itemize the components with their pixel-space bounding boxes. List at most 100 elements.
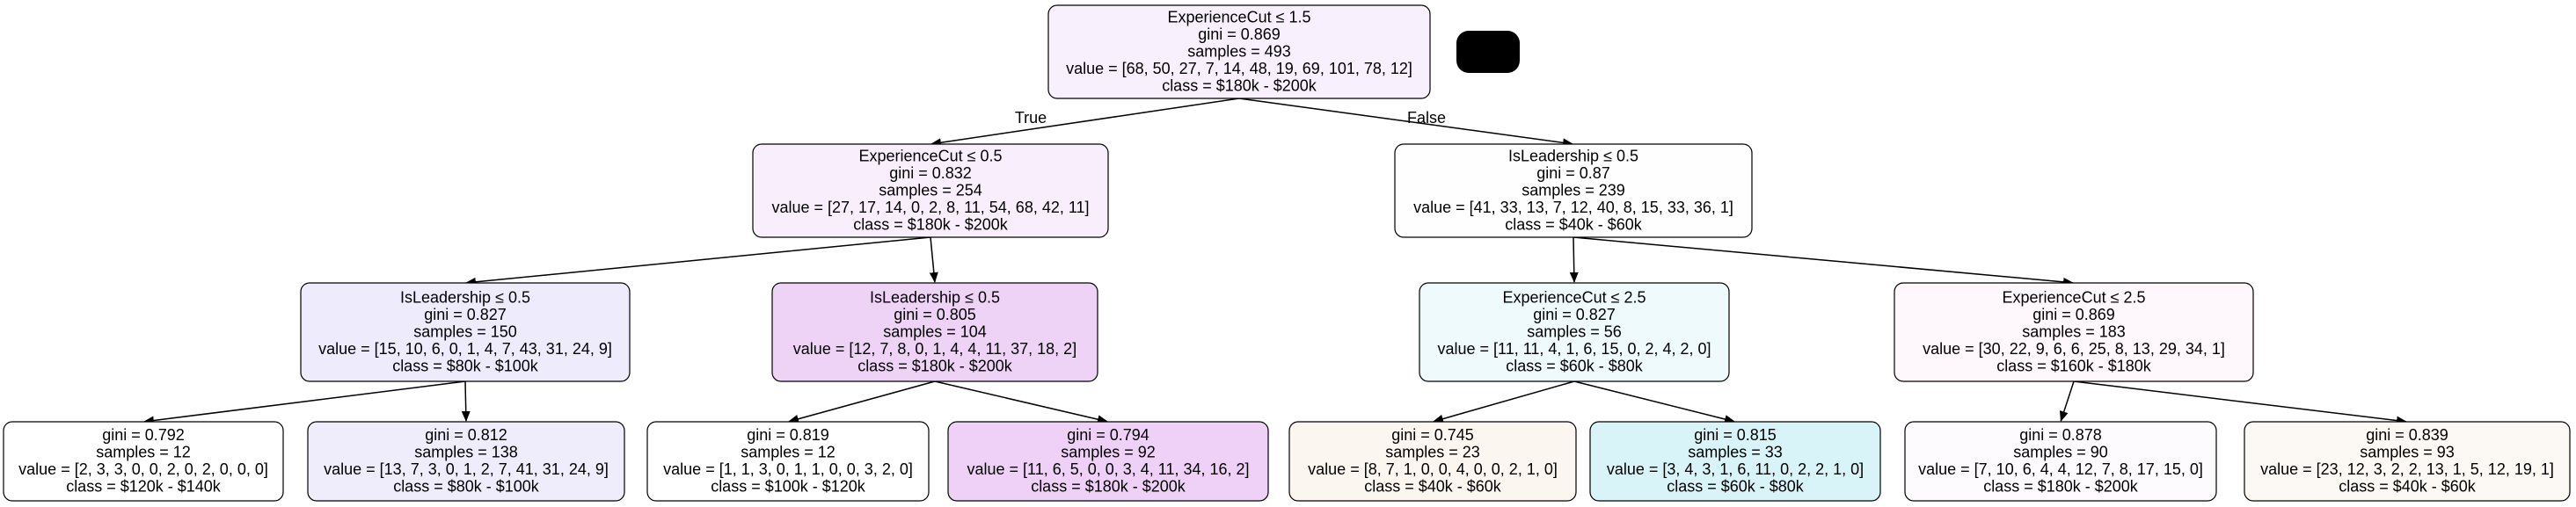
node-line: gini = 0.832 [889,164,972,182]
node-line: IsLeadership ≤ 0.5 [400,288,530,306]
node-line: value = [2, 3, 3, 0, 0, 2, 0, 2, 0, 0, 0… [18,460,268,478]
node-line: samples = 92 [1061,444,1156,461]
edge-n2-n6 [1573,236,2075,286]
node-box [3,421,284,502]
node-line: value = [27, 17, 14, 0, 2, 8, 11, 54, 68… [771,199,1089,216]
node-line: value = [30, 22, 9, 6, 6, 25, 8, 13, 29,… [1923,340,2225,358]
node-box [1589,421,1881,502]
node-line: gini = 0.827 [1533,306,1616,323]
node-line: value = [15, 10, 6, 0, 1, 4, 7, 43, 31, … [318,340,612,358]
node-line: class = $80k - $100k [393,478,540,496]
node-line: class = $40k - $60k [2339,478,2477,496]
node-box [1904,421,2217,502]
node-line: IsLeadership ≤ 0.5 [870,288,1000,306]
node-line: class = $60k - $80k [1667,478,1805,496]
node-line: gini = 0.87 [1536,164,1610,182]
node-box [300,282,631,382]
edge-n5-n11 [1433,380,1575,424]
node-line: class = $40k - $60k [1505,215,1643,233]
node-line: gini = 0.794 [1067,426,1149,444]
node-box [1894,282,2254,382]
edge-n3-n8 [461,380,471,423]
node-line: value = [12, 7, 8, 0, 1, 4, 4, 11, 37, 1… [793,340,1076,358]
node-line: gini = 0.869 [1198,25,1281,43]
node-line: gini = 0.815 [1694,426,1777,444]
node-line: value = [8, 7, 1, 0, 0, 4, 0, 0, 2, 1, 0… [1308,460,1558,478]
edge-n2-n5 [1569,236,1579,283]
redaction-box [1456,31,1520,73]
node-box [752,143,1109,238]
edge-n6-n14 [2073,380,2408,425]
node-line: value = [68, 50, 27, 7, 14, 48, 19, 69, … [1066,60,1412,77]
node-line: class = $80k - $100k [392,357,539,374]
node-line: samples = 56 [1527,322,1622,340]
node-line: value = [1, 1, 3, 0, 1, 1, 0, 0, 3, 2, 0… [663,460,913,478]
edge-label-false: False [1407,109,1446,127]
node-line: class = $180k - $200k [1031,478,1186,496]
node-line: class = $180k - $200k [1983,478,2139,496]
node-line: samples = 23 [1385,444,1480,461]
edge-n4-n10 [934,380,1109,424]
edge-n1-n4 [929,236,938,283]
edge-n6-n13 [2059,380,2075,422]
node-line: class = $180k - $200k [853,215,1009,233]
node-line: value = [7, 10, 6, 4, 4, 12, 7, 8, 17, 1… [1918,460,2203,478]
node-line: value = [13, 7, 3, 0, 1, 2, 7, 41, 31, 2… [324,460,609,478]
node-line: gini = 0.812 [425,426,507,444]
node-box [1394,143,1753,238]
node-box [307,421,625,502]
node-line: samples = 104 [883,322,987,340]
node-line: class = $160k - $180k [1996,357,2152,374]
node-line: value = [11, 11, 4, 1, 6, 15, 0, 2, 4, 2… [1437,340,1711,358]
node-line: value = [3, 4, 3, 1, 6, 11, 0, 2, 2, 1, … [1607,460,1864,478]
node-box [947,421,1269,502]
node-line: samples = 493 [1187,42,1291,60]
node-box [2244,421,2571,502]
node-line: class = $40k - $60k [1364,478,1502,496]
node-line: samples = 183 [2022,322,2126,340]
node-line: class = $100k - $120k [711,478,866,496]
node-box [646,421,930,502]
node-line: value = [11, 6, 5, 0, 0, 3, 4, 11, 34, 1… [967,460,1249,478]
edge-n3-n7 [142,380,466,425]
node-line: gini = 0.745 [1391,426,1474,444]
node-line: class = $180k - $200k [1162,76,1317,94]
node-line: samples = 12 [96,444,191,461]
node-line: ExperienceCut ≤ 0.5 [859,147,1003,164]
node-line: samples = 90 [2013,444,2108,461]
node-line: samples = 138 [414,444,518,461]
node-line: gini = 0.805 [894,306,976,323]
node-line: value = [41, 33, 13, 7, 12, 40, 8, 15, 3… [1413,199,1733,216]
edge-n1-n3 [464,236,931,286]
node-line: samples = 33 [1688,444,1783,461]
node-line: class = $180k - $200k [857,357,1013,374]
node-line: samples = 239 [1522,181,1625,199]
node-box [1047,4,1431,99]
node-line: ExperienceCut ≤ 2.5 [1503,288,1646,306]
node-line: gini = 0.878 [2019,426,2102,444]
edge-n0-n2 [1238,98,1574,148]
node-box [1419,282,1730,382]
node-line: gini = 0.869 [2032,306,2115,323]
edge-n0-n1 [930,98,1240,148]
edge-n5-n12 [1573,380,1735,424]
node-line: gini = 0.819 [747,426,829,444]
node-line: ExperienceCut ≤ 1.5 [1168,8,1311,25]
node-line: class = $120k - $140k [66,478,222,496]
node-line: samples = 12 [741,444,836,461]
